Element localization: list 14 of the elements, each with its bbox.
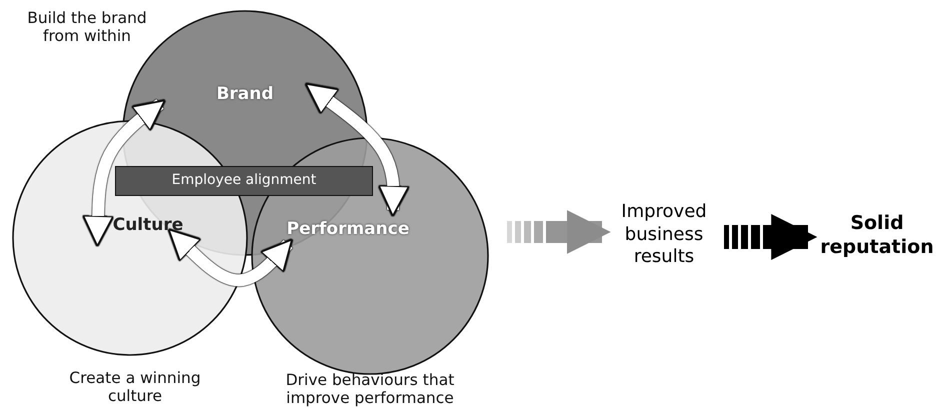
- double-arrow: [82, 99, 166, 247]
- striped-arrow: [507, 210, 611, 254]
- striped-arrow: [724, 214, 818, 260]
- double-arrow: [168, 228, 293, 286]
- circle-label: Brand: [216, 84, 274, 104]
- double-arrow: [304, 82, 410, 217]
- caption-text: Drive behaviours that improve performance: [284, 372, 456, 408]
- circle-label: Performance: [286, 219, 410, 239]
- band-label: Employee alignment: [172, 172, 316, 188]
- caption-text: Create a winning culture: [68, 370, 202, 406]
- circle-label: Culture: [112, 215, 184, 235]
- outcome-text: Improved business results: [620, 201, 708, 269]
- outcome-text: Solid reputation: [819, 212, 935, 260]
- caption-text: Build the brand from within: [26, 10, 148, 46]
